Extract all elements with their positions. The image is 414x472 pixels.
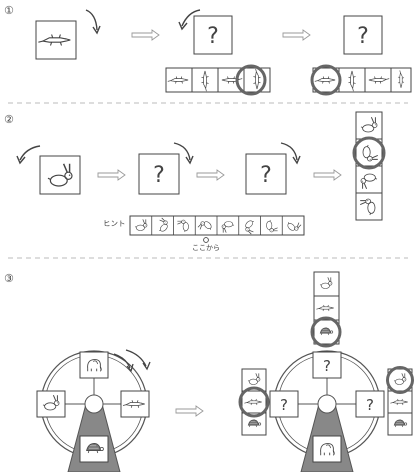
hint-label: ヒント bbox=[103, 219, 126, 228]
question-mark: ? bbox=[323, 357, 331, 375]
ferris-wheel-question: ? ? ? bbox=[270, 351, 384, 472]
answer-options-column bbox=[242, 369, 266, 435]
answer-options-row bbox=[313, 68, 411, 92]
rotate-right-arrow bbox=[86, 10, 97, 30]
question-mark: ? bbox=[366, 396, 374, 414]
answer-options-row bbox=[166, 68, 270, 92]
rotate-left-arrow bbox=[20, 146, 40, 160]
question-mark: ? bbox=[357, 24, 369, 49]
question-mark: ? bbox=[280, 396, 288, 414]
next-arrow bbox=[132, 30, 159, 40]
puzzle-number-2: ② bbox=[4, 113, 14, 126]
start-label: ここから bbox=[192, 244, 220, 252]
next-arrow bbox=[314, 170, 341, 180]
answer-options-column bbox=[314, 272, 339, 344]
puzzle-number-3: ③ bbox=[4, 272, 14, 285]
puzzle-number-1: ① bbox=[4, 4, 14, 17]
question-mark: ? bbox=[207, 24, 219, 49]
answer-options-column bbox=[388, 369, 412, 435]
next-arrow bbox=[98, 170, 125, 180]
start-marker bbox=[204, 238, 209, 243]
next-arrow bbox=[283, 30, 310, 40]
question-mark: ? bbox=[153, 163, 165, 188]
hint-strip bbox=[130, 216, 304, 235]
next-arrow bbox=[176, 406, 203, 416]
next-arrow bbox=[197, 170, 224, 180]
question-mark: ? bbox=[260, 163, 272, 188]
